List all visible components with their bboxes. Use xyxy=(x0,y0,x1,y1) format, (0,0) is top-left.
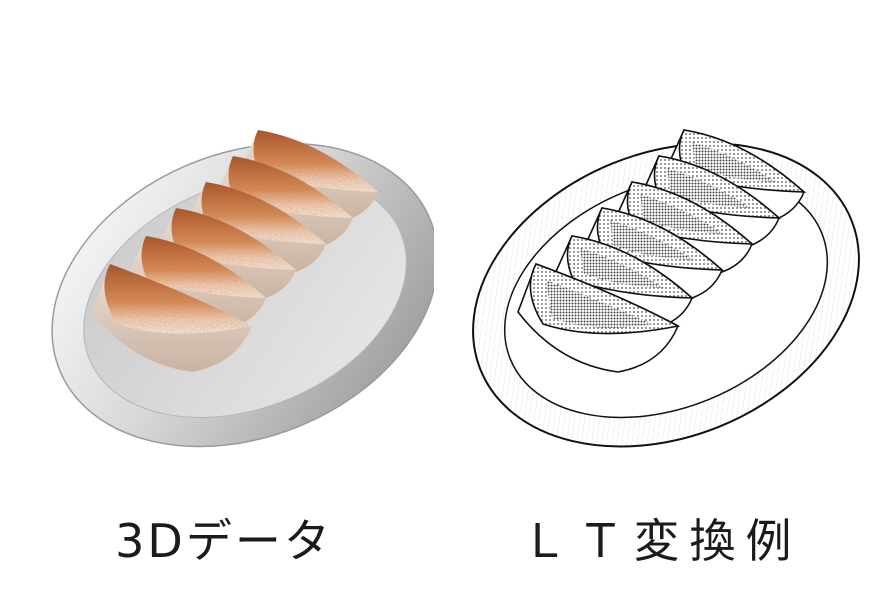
caption-3d-data: 3Dデータ xyxy=(115,514,333,568)
dumplings-3d xyxy=(92,130,378,372)
gyoza-lineart-illustration xyxy=(472,129,860,448)
dumplings-lineart xyxy=(517,129,807,373)
panel-lt-conversion: ＬＴ変換例 xyxy=(434,0,869,612)
panel-3d-data: 3Dデータ xyxy=(0,0,434,612)
gyoza-3d-illustration xyxy=(51,130,434,448)
caption-lt-conversion: ＬＴ変換例 xyxy=(521,514,802,568)
